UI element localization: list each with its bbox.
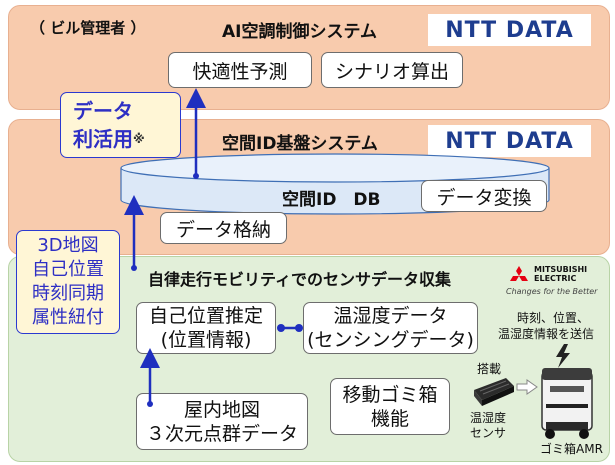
temp-sensor-icon xyxy=(474,378,514,406)
role-label: （ ビル管理者 ） xyxy=(30,19,146,37)
comfort-prediction-box: 快適性予測 xyxy=(168,52,312,88)
attribute-box: 3D地図 自己位置 時刻同期 属性紐付 xyxy=(16,230,120,334)
callout-line1: データ xyxy=(73,99,133,123)
robot-label: ゴミ箱AMR xyxy=(540,442,603,456)
callout-line2: 利活用 xyxy=(73,127,133,151)
sensor-to-robot-arrow-icon xyxy=(516,379,538,395)
trash-robot-icon xyxy=(541,368,593,439)
mounted-label: 搭載 xyxy=(477,362,502,376)
spatial-id-title: 空間ID基盤システム xyxy=(222,134,378,154)
ntt-data-logo-mid: NTT DATA xyxy=(428,125,591,157)
ai-system-title: AI空調制御システム xyxy=(222,22,377,42)
trash-function-box: 移動ゴミ箱 機能 xyxy=(330,378,450,435)
self-position-line1: 自己位置推定 xyxy=(148,305,263,327)
sensor-label: 温湿度 センサ xyxy=(470,411,506,441)
data-store-box: データ格納 xyxy=(160,212,287,244)
indoor-map-line1: 屋内地図 xyxy=(183,398,260,421)
wireless-bolt-icon xyxy=(556,344,570,368)
trash-function-line2: 機能 xyxy=(370,407,409,430)
db-label: 空間ID DB xyxy=(282,190,381,210)
data-utilization-callout: データ 利活用※ xyxy=(60,92,181,158)
trash-function-line1: 移動ゴミ箱 xyxy=(342,383,438,406)
temp-data-line2: (センシングデータ) xyxy=(307,329,474,351)
send-line1: 時刻、位置、 xyxy=(516,311,589,325)
scenario-box: シナリオ算出 xyxy=(321,52,463,88)
ntt-data-logo-top: NTT DATA xyxy=(428,14,591,46)
sensor-line2: センサ xyxy=(470,426,507,440)
indoor-map-box: 屋内地図 ３次元点群データ xyxy=(136,393,308,450)
attr-self-position: 自己位置 xyxy=(32,259,104,280)
send-line2: 温湿度情報を送信 xyxy=(497,327,594,341)
self-position-line2: (位置情報) xyxy=(160,329,252,351)
mitsubishi-diamonds-icon xyxy=(510,266,528,281)
mitsubishi-name1: MITSUBISHI xyxy=(534,265,588,274)
sensor-line1: 温湿度 xyxy=(470,411,507,425)
attr-3d-map: 3D地図 xyxy=(37,235,99,256)
mobility-title: 自律走行モビリティでのセンサデータ収集 xyxy=(148,270,452,289)
mitsubishi-tagline: Changes for the Better xyxy=(506,287,598,296)
send-info-text: 時刻、位置、 温湿度情報を送信 xyxy=(498,310,608,342)
attr-time-sync: 時刻同期 xyxy=(32,283,104,304)
temp-data-line1: 温湿度データ xyxy=(333,305,448,327)
attr-tagging: 属性紐付 xyxy=(32,307,104,328)
indoor-map-line2: ３次元点群データ xyxy=(145,422,298,445)
mitsubishi-logo: MITSUBISHI ELECTRIC Changes for the Bett… xyxy=(502,262,602,306)
callout-mark: ※ xyxy=(133,132,145,146)
data-convert-box: データ変換 xyxy=(421,180,547,212)
mitsubishi-name2: ELECTRIC xyxy=(534,274,577,283)
self-position-box: 自己位置推定 (位置情報) xyxy=(136,302,276,354)
temp-data-box: 温湿度データ (センシングデータ) xyxy=(303,302,478,354)
